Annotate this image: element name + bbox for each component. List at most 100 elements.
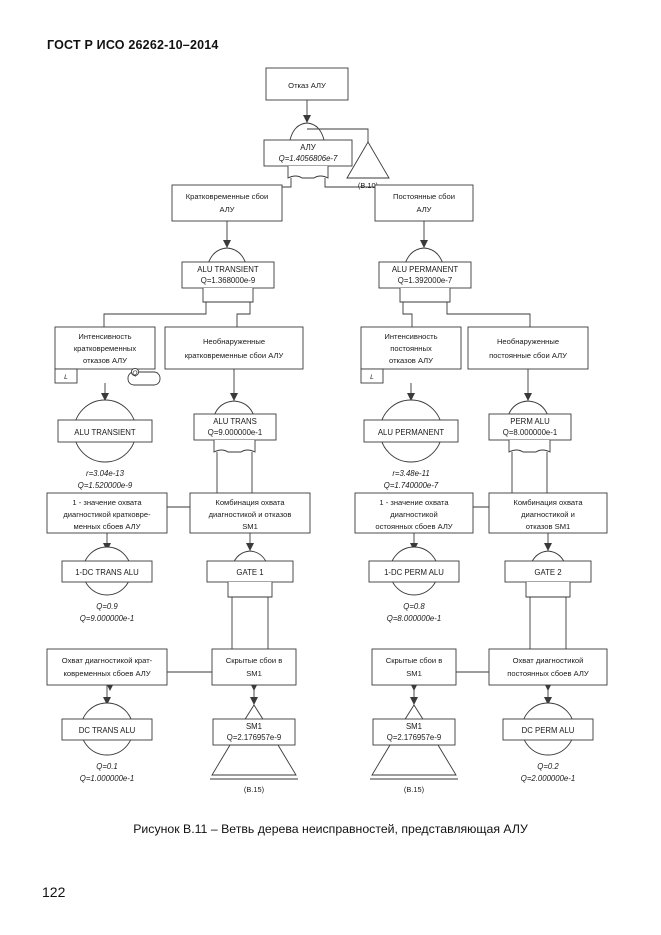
intensity-permanent-line2: постоянных (390, 344, 432, 353)
basic-dc-perm-prob: Q=0.2 (537, 762, 559, 771)
dc-permanent-line2: постоянных сбоев АЛУ (507, 669, 589, 678)
and-gate-gate2 (525, 582, 571, 598)
arrow-sm1-right (410, 697, 418, 705)
connector-t-right (236, 302, 251, 334)
intensity-permanent-tag-left (360, 368, 384, 384)
connector-p-left (402, 302, 413, 334)
gate2-code: GATE 2 (534, 568, 561, 577)
basic-1dc-trans-value: Q=9.000000e-1 (80, 614, 134, 623)
or-gate-arc-alu (289, 122, 325, 141)
undetected-permanent-box (467, 326, 589, 370)
intensity-transient-tag-circle (130, 367, 140, 377)
arrow-alu-trans-gate (230, 393, 238, 401)
page-number: 122 (42, 884, 66, 900)
hidden-sm1-right-line2: SM1 (406, 669, 422, 678)
intensity-transient-line2: кратковременных (74, 344, 136, 353)
arrow-basic-alu-transient (101, 393, 109, 401)
dc-complement-transient-line2: диагностикой кратковре- (63, 510, 151, 519)
sm1-left-transfer-label: (В.15) (244, 785, 264, 794)
perm-alu-code: PERM ALU (510, 417, 550, 426)
alu-transient-code: ALU TRANSIENT (197, 265, 259, 274)
sm1-left-code: SM1 (246, 722, 262, 731)
arrow-sm1-left (250, 697, 258, 705)
alu-permanent-gate-box (378, 261, 472, 289)
hidden-sm1-right-line1: Скрытые сбои в (386, 656, 443, 665)
connector-transfer-in (307, 128, 369, 142)
dc-complement-transient-line1: 1 - значение охвата (72, 498, 142, 507)
sm1-right-code: SM1 (406, 722, 422, 731)
arrow-basic-dc-perm (544, 697, 552, 705)
combination-permanent-line1: Комбинация охвата (513, 498, 583, 507)
arrow-gate1 (246, 543, 254, 551)
undetected-transient-line2: кратковременные сбои АЛУ (185, 351, 284, 360)
or-gate-alu-trans-branch (213, 440, 256, 453)
undetected-permanent-line2: постоянные сбои АЛУ (489, 351, 567, 360)
or-arc-gate1 (231, 550, 269, 567)
alu-gate-value: Q=1.4056806e-7 (279, 154, 338, 163)
arrow-top-gate (303, 115, 311, 123)
undetected-transient-box (164, 326, 304, 370)
basic-dc-perm-box (502, 718, 594, 741)
combination-permanent-box (488, 492, 608, 534)
hidden-sm1-left-line2: SM1 (246, 669, 262, 678)
sm1-left-box (212, 718, 296, 746)
basic-1dc-trans-prob: Q=0.9 (96, 602, 118, 611)
figure-caption: Рисунок В.11 – Ветвь дерева неисправност… (133, 822, 528, 836)
perm-alu-value: Q=8.000000e-1 (503, 428, 557, 437)
alu-transient-gate-box (181, 261, 275, 289)
intensity-permanent-box (360, 326, 462, 370)
basic-dc-perm-code: DC PERM ALU (522, 726, 575, 735)
arrow-perm-alu-gate (524, 393, 532, 401)
or-arc-alu-transient (207, 247, 247, 265)
transient-event-box (171, 184, 283, 222)
intensity-transient-box (54, 326, 156, 370)
basic-alu-transient-value: Q=1.520000e-9 (78, 481, 133, 490)
transfer-in-triangle (346, 141, 390, 179)
basic-1dc-trans-box (61, 560, 153, 583)
combination-permanent-line3: отказов SM1 (526, 522, 571, 531)
intensity-permanent-line3: отказов АЛУ (389, 356, 433, 365)
undetected-permanent-line1: Необнаруженные (497, 337, 559, 346)
alu-trans-gate-box (193, 413, 277, 441)
hidden-sm1-right-box (371, 648, 457, 686)
alu-transient-value: Q=1.368000e-9 (201, 276, 255, 285)
connector-p-right (446, 302, 531, 334)
alu-trans-code: ALU TRANS (213, 417, 257, 426)
hidden-sm1-left-box (211, 648, 297, 686)
sm1-left-transfer-trapezoid (211, 744, 297, 776)
permanent-event-box (374, 184, 474, 222)
alu-permanent-code: ALU PERMANENT (392, 265, 459, 274)
fault-tree-diagram: Отказ АЛУ (В.10) АЛУ Q=1.4056806e-7 Крат… (46, 67, 608, 794)
document-header: ГОСТ Р ИСО 26262-10–2014 (47, 38, 219, 52)
basic-dc-perm-value: Q=2.000000e-1 (521, 774, 575, 783)
transient-event-line1: Кратковременные сбои (186, 192, 269, 201)
or-arc-gate2 (529, 550, 567, 567)
arrow-permanent-gate (420, 240, 428, 248)
sm1-right-transfer-trapezoid (371, 744, 457, 776)
intensity-transient-line1: Интенсивность (78, 332, 131, 341)
arrow-basic-alu-permanent (407, 393, 415, 401)
basic-1dc-perm-value: Q=8.000000e-1 (387, 614, 441, 623)
basic-alu-permanent-box (363, 419, 459, 443)
top-event-box (265, 67, 349, 101)
arrow-transient-gate (223, 240, 231, 248)
dc-transient-line2: ковременных сбоев АЛУ (63, 669, 150, 678)
intensity-permanent-tag-left-label: L (370, 374, 374, 381)
undetected-transient-line1: Необнаруженные (203, 337, 265, 346)
dc-complement-transient-line3: менных сбоев АЛУ (74, 522, 141, 531)
basic-dc-trans-value: Q=1.000000e-1 (80, 774, 134, 783)
combination-transient-line1: Комбинация охвата (215, 498, 285, 507)
intensity-transient-tag-right-label: Q (132, 370, 137, 377)
arrow-basic-dc-trans (103, 697, 111, 705)
dc-complement-permanent-box (354, 492, 474, 534)
basic-alu-transient-box (57, 419, 153, 443)
dc-permanent-line1: Охват диагностикой (513, 656, 584, 665)
alu-gate-box (263, 139, 353, 167)
basic-1dc-trans-code: 1-DC TRANS ALU (75, 568, 139, 577)
or-arc-perm-alu (507, 400, 549, 417)
dc-transient-box (46, 648, 168, 686)
or-gate-alu-branch (287, 166, 329, 179)
arrow-gate2 (544, 543, 552, 551)
combination-permanent-line2: диагностикой и (521, 510, 575, 519)
alu-permanent-value: Q=1.392000e-7 (398, 276, 452, 285)
